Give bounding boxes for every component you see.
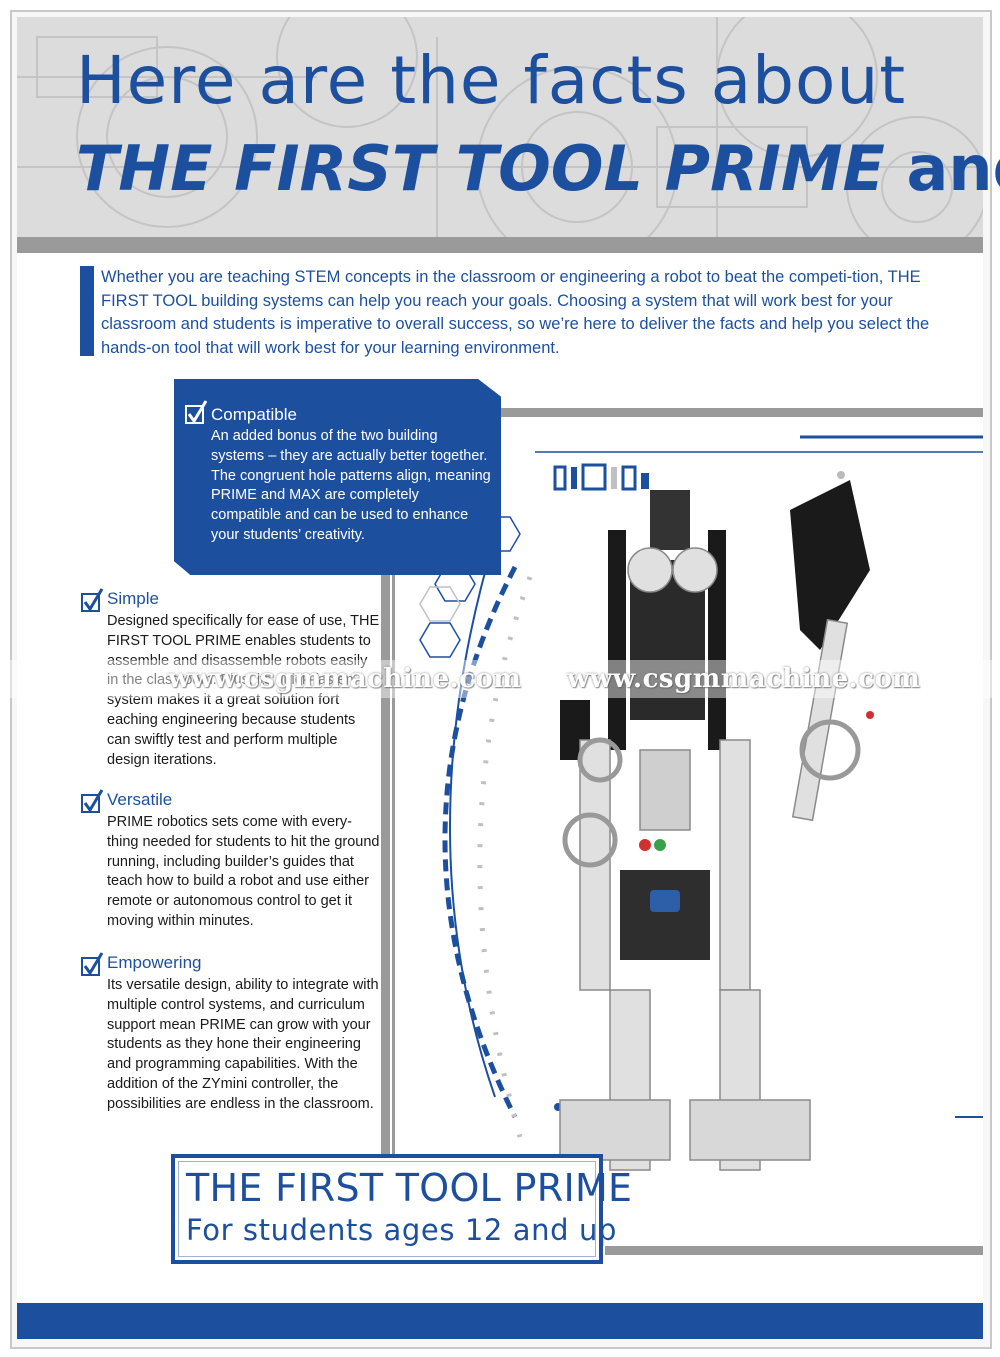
feature-empowering: Empowering Its versatile design, ability… — [80, 952, 380, 1115]
checkbox-check-icon — [185, 400, 208, 424]
compatible-heading: Compatible — [211, 405, 297, 424]
compatible-panel — [174, 379, 501, 575]
intro-accent-bar — [80, 266, 94, 356]
title-suffix: and — [906, 132, 1000, 205]
feature-description: PRIME robotics sets come with every-thin… — [107, 814, 380, 929]
intro-paragraph: Whether you are teaching STEM concepts i… — [101, 268, 930, 357]
feature-versatile: Versatile PRIME robotics sets come with … — [80, 789, 380, 932]
watermark-band: www.csgmmachine.com www.csgmmachine.com — [0, 660, 1000, 698]
decorative-arc-icon — [419, 435, 983, 1138]
checkbox-check-icon — [81, 789, 104, 813]
page-title-line2: THE FIRST TOOL PRIME and — [76, 132, 1000, 205]
product-name-box-inner-border — [178, 1161, 596, 1257]
robot-photo-icon — [559, 480, 874, 1171]
watermark-text-left: www.csgmmachine.com — [168, 664, 522, 694]
image-frame-top — [501, 408, 983, 417]
watermark-text-right: www.csgmmachine.com — [567, 664, 921, 694]
checkbox-check-icon — [81, 588, 104, 612]
gear-background-icon — [17, 17, 983, 237]
feature-column-divider — [381, 575, 390, 1155]
compatible-description: An added bonus of the two building syste… — [211, 428, 491, 543]
product-subtitle: For students ages 12 and up — [186, 1213, 617, 1247]
header-divider — [17, 237, 983, 253]
product-name-box — [171, 1154, 603, 1264]
product-name-emphasis: THE FIRST TOOL PRIME — [76, 132, 885, 205]
feature-simple: Simple Designed specifically for ease of… — [80, 588, 380, 770]
header-banner — [17, 17, 983, 237]
feature-heading: Simple — [107, 589, 159, 608]
feature-heading: Versatile — [107, 790, 173, 809]
feature-description: Its versatile design, ability to integra… — [107, 977, 379, 1112]
footer-bar — [17, 1303, 983, 1339]
feature-heading: Empowering — [107, 953, 202, 972]
feature-description: Designed specifically for ease of use, T… — [107, 613, 380, 768]
image-frame-bottom — [605, 1246, 983, 1255]
image-frame-left — [392, 408, 395, 1168]
checkbox-check-icon — [81, 952, 104, 976]
product-title: THE FIRST TOOL PRIME — [186, 1166, 633, 1210]
page-title-line1: Here are the facts about — [76, 42, 907, 119]
